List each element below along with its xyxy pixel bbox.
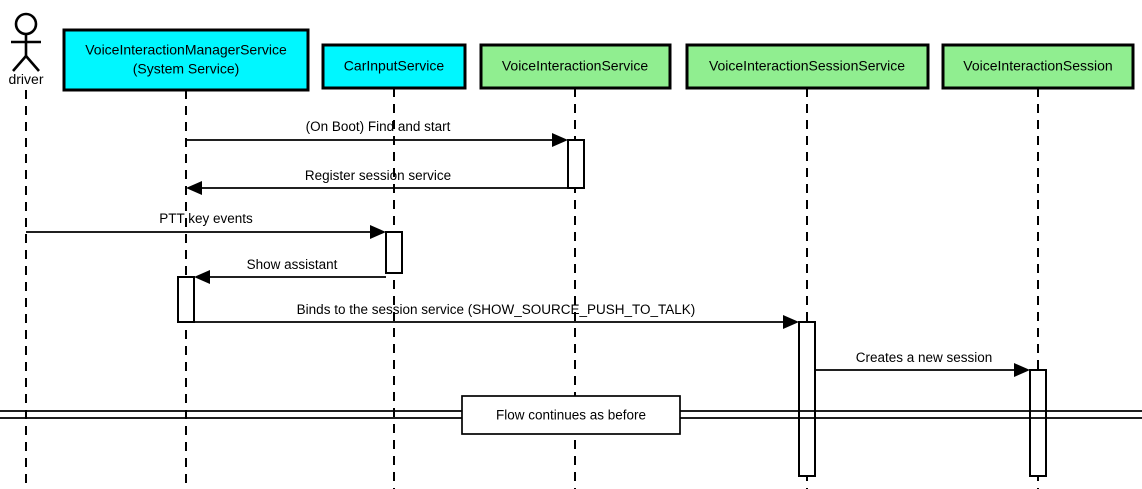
participant-voiceinteractionservice[interactable]: VoiceInteractionService — [479, 43, 672, 90]
participant-carinputservice[interactable]: CarInputService — [321, 43, 467, 90]
message-arrowhead-register-session-service — [186, 181, 202, 195]
message-arrowhead-creates-a-new-session — [1014, 363, 1030, 377]
participant-box-voiceinteractionsession[interactable] — [941, 43, 1135, 90]
message-label-show-assistant: Show assistant — [247, 257, 338, 272]
participant-label-voiceinteractionmanagerservice-line2: (System Service) — [133, 61, 240, 77]
actor-head-icon — [14, 12, 38, 36]
message-label-register-session-service: Register session service — [305, 168, 451, 183]
message-binds-to-the-session-service: Binds to the session service (SHOW_SOURC… — [178, 302, 799, 329]
message-arrowhead-binds-to-the-session-service — [783, 315, 799, 329]
message-label-ptt-key-events: PTT key events — [159, 211, 253, 226]
activation-bar-voiceinteractionmanagerservice — [177, 276, 195, 323]
participant-label-voiceinteractionsession: VoiceInteractionSession — [963, 58, 1112, 74]
message-arrowhead-show-assistant — [194, 270, 210, 284]
message-on-boot-find-and-start: (On Boot) Find and start — [186, 119, 568, 147]
participant-voiceinteractionsession[interactable]: VoiceInteractionSession — [941, 43, 1135, 90]
message-creates-a-new-session: Creates a new session — [815, 350, 1030, 377]
participant-box-voiceinteractionservice[interactable] — [479, 43, 672, 90]
message-arrowhead-ptt-key-events — [370, 225, 386, 239]
message-register-session-service: Register session service — [186, 168, 568, 195]
participant-label-voiceinteractionsessionservice: VoiceInteractionSessionService — [709, 58, 905, 74]
divider-note-label: Flow continues as before — [496, 408, 646, 423]
message-label-binds-to-the-session-service: Binds to the session service (SHOW_SOURC… — [297, 302, 696, 317]
participant-box-voiceinteractionsessionservice[interactable] — [685, 43, 930, 90]
activation-bar-carinputservice — [385, 231, 403, 274]
message-ptt-key-events: PTT key events — [26, 211, 386, 239]
message-show-assistant: Show assistant — [194, 257, 386, 284]
participant-voiceinteractionsessionservice[interactable]: VoiceInteractionSessionService — [685, 43, 930, 90]
activation-bar-voiceinteractionservice — [567, 139, 585, 189]
actor-right-leg-icon — [25, 55, 40, 72]
divider-note-box — [461, 395, 681, 435]
activation-bar-voiceinteractionsessionservice — [798, 321, 816, 477]
participant-label-carinputservice: CarInputService — [344, 58, 445, 74]
message-label-creates-a-new-session: Creates a new session — [856, 350, 993, 365]
actor-label-driver: driver — [8, 71, 43, 87]
activation-bar-voiceinteractionsession — [1029, 369, 1047, 477]
participant-label-voiceinteractionservice: VoiceInteractionService — [502, 58, 649, 74]
participant-box-voiceinteractionmanagerservice[interactable] — [62, 28, 310, 92]
participant-vims[interactable]: VoiceInteractionManagerService (System S… — [62, 28, 310, 92]
flow-divider: Flow continues as before — [0, 395, 1142, 435]
participant-box-carinputservice[interactable] — [321, 43, 467, 90]
message-label-on-boot-find-and-start: (On Boot) Find and start — [306, 119, 451, 134]
participant-label-voiceinteractionmanagerservice-line1: VoiceInteractionManagerService — [85, 42, 287, 58]
actor-driver: driver — [8, 12, 44, 87]
message-arrowhead-on-boot-find-and-start — [552, 133, 568, 147]
actor-left-leg-icon — [12, 55, 27, 72]
